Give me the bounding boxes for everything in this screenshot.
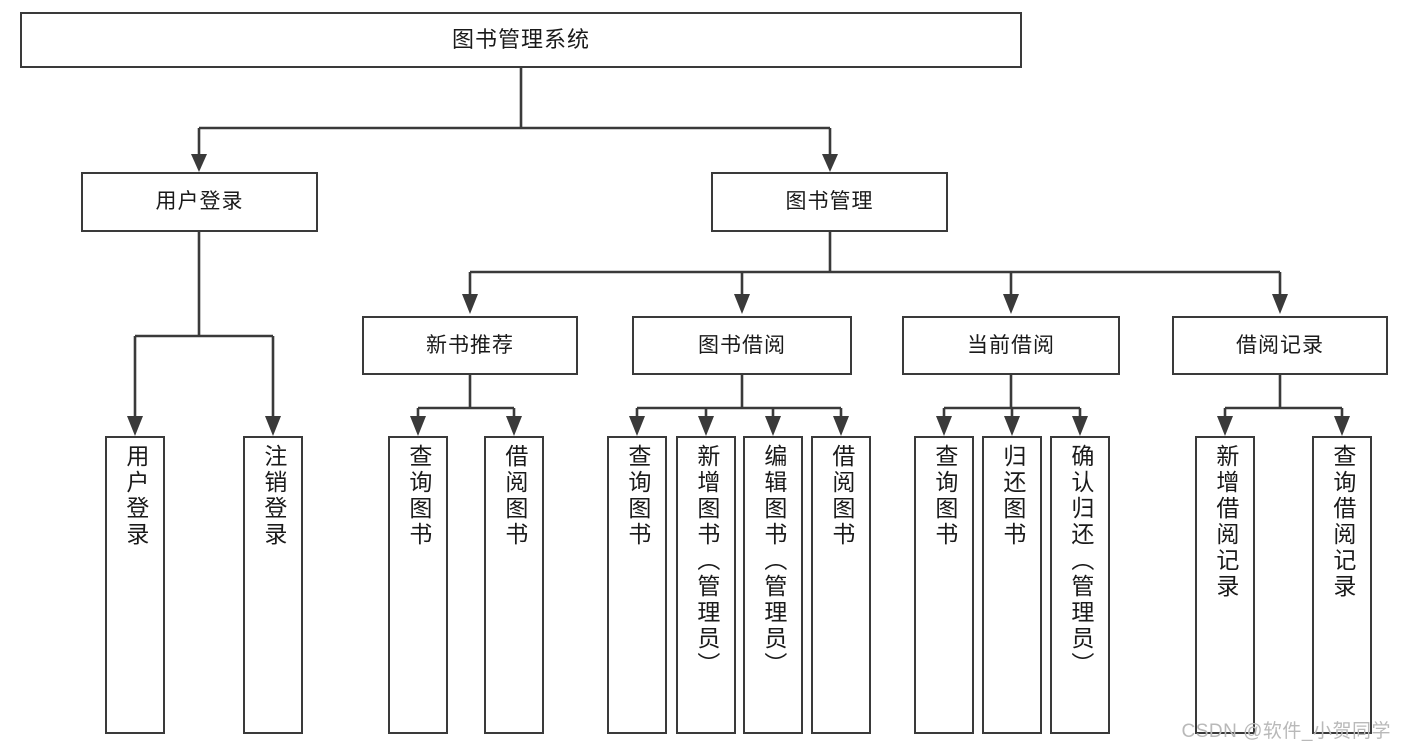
node-leaf-return-book[interactable]: 归还图书	[982, 436, 1042, 734]
arrow-to-borrow-record	[1272, 294, 1288, 314]
arrow-leaf-confirm-return	[1072, 416, 1088, 436]
arrow-leaf-query-book-3	[936, 416, 952, 436]
node-leaf-query-book-3-label: 查询图书	[931, 444, 958, 548]
arrow-leaf-borrow-book-1	[506, 416, 522, 436]
arrow-leaf-borrow-book-2	[833, 416, 849, 436]
node-leaf-add-record[interactable]: 新增借阅记录	[1195, 436, 1255, 734]
node-new-book-recommend-label: 新书推荐	[426, 333, 514, 357]
arrow-leaf-add-book	[698, 416, 714, 436]
node-leaf-add-book-label: 新增图书（管理员）	[693, 444, 720, 678]
arrow-leaf-query-book-2	[629, 416, 645, 436]
arrow-leaf-user-login	[127, 416, 143, 436]
node-leaf-confirm-return-label: 确认归还（管理员）	[1067, 444, 1094, 678]
node-leaf-query-book-1-label: 查询图书	[405, 444, 432, 548]
arrow-to-book-management	[822, 154, 838, 172]
node-new-book-recommend[interactable]: 新书推荐	[362, 316, 578, 375]
arrow-to-user-login	[191, 154, 207, 172]
node-leaf-query-record-label: 查询借阅记录	[1329, 444, 1356, 600]
node-leaf-add-record-label: 新增借阅记录	[1212, 444, 1239, 600]
node-leaf-borrow-book-1-label: 借阅图书	[501, 444, 528, 548]
node-borrow-record[interactable]: 借阅记录	[1172, 316, 1388, 375]
node-leaf-user-login-label: 用户登录	[122, 444, 149, 548]
node-current-borrow-label: 当前借阅	[967, 333, 1055, 357]
arrow-to-book-borrow	[734, 294, 750, 314]
node-leaf-user-login[interactable]: 用户登录	[105, 436, 165, 734]
arrow-leaf-add-record	[1217, 416, 1233, 436]
arrow-leaf-query-record	[1334, 416, 1350, 436]
arrow-to-new-book-recommend	[462, 294, 478, 314]
node-leaf-query-book-3[interactable]: 查询图书	[914, 436, 974, 734]
node-leaf-borrow-book-1[interactable]: 借阅图书	[484, 436, 544, 734]
node-borrow-record-label: 借阅记录	[1236, 333, 1324, 357]
node-leaf-add-book[interactable]: 新增图书（管理员）	[676, 436, 736, 734]
node-leaf-logout-login-label: 注销登录	[260, 444, 287, 548]
node-leaf-return-book-label: 归还图书	[999, 444, 1026, 548]
node-leaf-edit-book-label: 编辑图书（管理员）	[760, 444, 787, 678]
node-leaf-logout-login[interactable]: 注销登录	[243, 436, 303, 734]
arrow-leaf-edit-book	[765, 416, 781, 436]
node-book-management[interactable]: 图书管理	[711, 172, 948, 232]
node-root-system[interactable]: 图书管理系统	[20, 12, 1022, 68]
arrow-to-current-borrow	[1003, 294, 1019, 314]
node-leaf-query-book-2[interactable]: 查询图书	[607, 436, 667, 734]
node-leaf-confirm-return[interactable]: 确认归还（管理员）	[1050, 436, 1110, 734]
node-leaf-edit-book[interactable]: 编辑图书（管理员）	[743, 436, 803, 734]
node-user-login-label: 用户登录	[155, 190, 244, 214]
node-root-system-label: 图书管理系统	[451, 26, 590, 52]
node-current-borrow[interactable]: 当前借阅	[902, 316, 1120, 375]
node-leaf-borrow-book-2[interactable]: 借阅图书	[811, 436, 871, 734]
csdn-watermark: CSDN @软件_小贺同学	[1181, 721, 1391, 742]
node-book-management-label: 图书管理	[785, 190, 874, 214]
arrow-leaf-logout-login	[265, 416, 281, 436]
node-leaf-borrow-book-2-label: 借阅图书	[828, 444, 855, 548]
arrow-leaf-query-book-1	[410, 416, 426, 436]
node-leaf-query-record[interactable]: 查询借阅记录	[1312, 436, 1372, 734]
node-book-borrow[interactable]: 图书借阅	[632, 316, 852, 375]
node-book-borrow-label: 图书借阅	[698, 333, 786, 357]
node-leaf-query-book-2-label: 查询图书	[624, 444, 651, 548]
node-user-login[interactable]: 用户登录	[81, 172, 318, 232]
node-leaf-query-book-1[interactable]: 查询图书	[388, 436, 448, 734]
arrow-leaf-return-book	[1004, 416, 1020, 436]
